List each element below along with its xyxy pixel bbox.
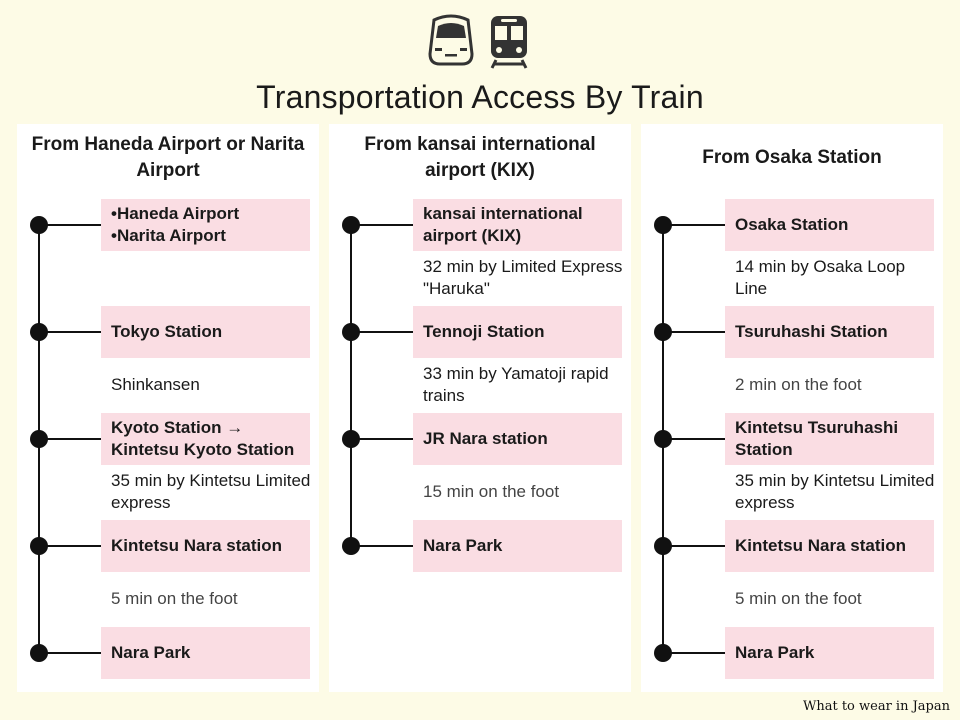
segment-label: 33 min by Yamatoji rapid trains xyxy=(423,364,609,405)
station-dot xyxy=(654,537,672,555)
station-dot xyxy=(654,644,672,662)
station-name: Nara Park xyxy=(735,643,815,662)
station-box: Kintetsu Nara station xyxy=(101,520,310,572)
station-name: JR Nara station xyxy=(423,429,548,448)
segment-label: 5 min on the foot xyxy=(735,589,862,608)
station-dot xyxy=(654,216,672,234)
station-name: Kintetsu Kyoto Station xyxy=(111,440,295,459)
station-dot xyxy=(654,323,672,341)
segment-label: 32 min by Limited Express "Haruka" xyxy=(423,257,623,298)
station-dot xyxy=(342,430,360,448)
station-stop: Kintetsu Tsuruhashi Station xyxy=(641,413,943,465)
segment-label xyxy=(111,252,311,304)
route-panel-osaka: From Osaka Station Osaka Station 14 min … xyxy=(641,124,943,692)
segment-label: 5 min on the foot xyxy=(111,589,238,608)
segment-label: 35 min by Kintetsu Limited express xyxy=(111,471,311,512)
station-name: •Haneda Airport xyxy=(111,204,240,223)
station-box: kansai international airport (KIX) xyxy=(413,199,622,251)
segment-label: 35 min by Kintetsu Limited express xyxy=(735,471,935,512)
station-stop: JR Nara station xyxy=(329,413,631,465)
station-dot xyxy=(654,430,672,448)
station-name: kansai international xyxy=(423,204,583,223)
station-name: Osaka Station xyxy=(735,215,849,234)
station-name: Kintetsu Nara station xyxy=(735,536,906,555)
station-dot xyxy=(30,430,48,448)
station-dot xyxy=(30,323,48,341)
station-name: Kintetsu Tsuruhashi xyxy=(735,418,899,437)
station-box: Kyoto Station → Kintetsu Kyoto Station xyxy=(101,413,310,465)
route-heading: From Haneda Airport or Narita Airport xyxy=(31,134,305,181)
page-title: Transportation Access By Train xyxy=(256,79,704,115)
station-dot xyxy=(342,323,360,341)
station-stop: Tennoji Station xyxy=(329,306,631,358)
station-stop: Tokyo Station xyxy=(17,306,319,358)
station-box: •Haneda Airport •Narita Airport xyxy=(101,199,310,251)
station-stop: Nara Park xyxy=(329,520,631,572)
station-name: Tokyo Station xyxy=(111,322,223,341)
station-name: airport (KIX) xyxy=(423,226,522,245)
station-name: Kintetsu Nara station xyxy=(111,536,282,555)
station-dot xyxy=(342,216,360,234)
station-name: Tsuruhashi Station xyxy=(735,322,888,341)
station-box: Nara Park xyxy=(725,627,934,679)
station-stop: Kyoto Station → Kintetsu Kyoto Station xyxy=(17,413,319,465)
station-stop: Kintetsu Nara station xyxy=(641,520,943,572)
station-dot xyxy=(30,537,48,555)
station-box: Nara Park xyxy=(413,520,622,572)
station-name: •Narita Airport xyxy=(111,226,226,245)
station-box: Kintetsu Nara station xyxy=(725,520,934,572)
station-stop: Nara Park xyxy=(17,627,319,679)
station-box: Kintetsu Tsuruhashi Station xyxy=(725,413,934,465)
route-panel-haneda-narita: From Haneda Airport or Narita Airport •H… xyxy=(17,124,319,692)
station-dot xyxy=(30,644,48,662)
station-name: Nara Park xyxy=(423,536,503,555)
segment-label: Shinkansen xyxy=(111,375,200,394)
segment-label: 15 min on the foot xyxy=(423,482,560,501)
station-stop: Nara Park xyxy=(641,627,943,679)
segment-label: 2 min on the foot xyxy=(735,375,862,394)
station-box: Tennoji Station xyxy=(413,306,622,358)
route-heading: From kansai international airport (KIX) xyxy=(364,134,596,181)
station-stop: Tsuruhashi Station xyxy=(641,306,943,358)
route-heading: From Osaka Station xyxy=(702,147,882,168)
station-name: Station xyxy=(735,440,793,459)
station-box: Tokyo Station xyxy=(101,306,310,358)
header-icons xyxy=(0,14,960,70)
train-icon xyxy=(490,16,528,69)
station-stop: Osaka Station xyxy=(641,199,943,251)
station-stop: •Haneda Airport •Narita Airport xyxy=(17,199,319,251)
station-box: Tsuruhashi Station xyxy=(725,306,934,358)
station-dot xyxy=(30,216,48,234)
station-name: Nara Park xyxy=(111,643,191,662)
station-box: Osaka Station xyxy=(725,199,934,251)
station-name: Kyoto Station → xyxy=(111,418,244,437)
route-line xyxy=(350,225,352,547)
route-panel-kix: From kansai international airport (KIX) … xyxy=(329,124,631,692)
station-stop: Kintetsu Nara station xyxy=(17,520,319,572)
station-dot xyxy=(342,537,360,555)
station-box: Nara Park xyxy=(101,627,310,679)
shinkansen-icon xyxy=(428,14,474,66)
site-credit: What to wear in Japan xyxy=(802,699,950,714)
station-name: Tennoji Station xyxy=(423,322,545,341)
segment-label: 14 min by Osaka Loop Line xyxy=(735,257,906,298)
station-box: JR Nara station xyxy=(413,413,622,465)
station-stop: kansai international airport (KIX) xyxy=(329,199,631,251)
